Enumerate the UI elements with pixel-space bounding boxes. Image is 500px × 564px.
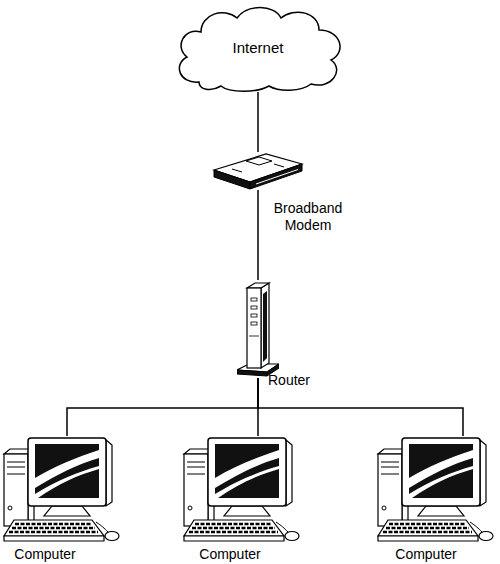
modem-device-graphic	[214, 154, 302, 189]
internet-cloud: Internet	[169, 2, 347, 92]
network-cable	[257, 190, 259, 280]
modem-device-icon	[212, 152, 304, 190]
router-device-graphic	[237, 283, 279, 376]
computer-device-graphic	[4, 438, 119, 541]
modem-device: Broadband Modem	[212, 152, 304, 190]
device-label: Broadband Modem	[266, 200, 350, 234]
network-cable	[257, 92, 259, 152]
router-device-icon	[237, 280, 279, 378]
device-label: Computer	[0, 546, 105, 563]
computer-device-icon	[180, 436, 300, 546]
device-label: Computer	[366, 546, 486, 563]
device-label: Router	[268, 372, 338, 389]
computer-device: Computer	[0, 436, 120, 546]
computer-device: Computer	[374, 436, 494, 546]
computer-device: Computer	[180, 436, 300, 546]
network-cable	[67, 378, 258, 436]
computer-device-icon	[0, 436, 120, 546]
device-label: Computer	[170, 546, 290, 563]
router-device: Router	[237, 280, 279, 378]
computer-device-graphic	[184, 438, 299, 541]
device-label: Internet	[169, 2, 347, 92]
computer-device-icon	[374, 436, 494, 546]
computer-device-graphic	[378, 438, 493, 541]
